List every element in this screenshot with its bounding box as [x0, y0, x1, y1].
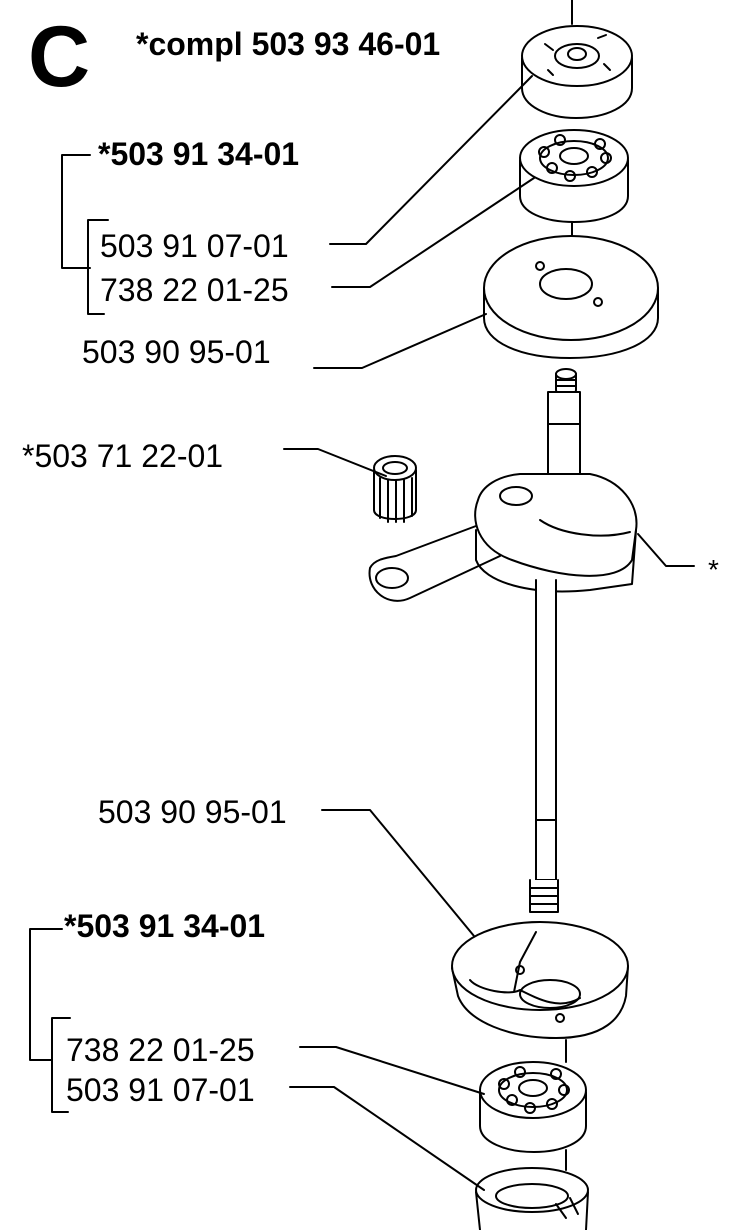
crankshaft-marker: *	[708, 554, 719, 585]
leader-line	[283, 448, 387, 477]
part-number: 738 22 01-25	[100, 272, 289, 308]
leader-line	[329, 75, 533, 245]
lower-plate-part	[451, 921, 629, 1039]
lower-assembly-number: *503 91 34-01	[64, 908, 266, 944]
part-number: *503 71 22-01	[22, 438, 224, 474]
leader-line	[331, 177, 535, 288]
part-number: 503 90 95-01	[98, 794, 287, 830]
part-number: 503 91 07-01	[66, 1072, 255, 1108]
top-seal-part	[521, 25, 633, 119]
lower-ball-bearing-part	[479, 1061, 587, 1153]
lower-group-bracket	[29, 928, 71, 1113]
crankshaft-part	[368, 368, 638, 913]
complete-assembly-number: *compl 503 93 46-01	[136, 26, 441, 62]
leader-line	[289, 1086, 485, 1191]
part-number: 503 91 07-01	[100, 228, 289, 264]
upper-group-bracket	[61, 154, 109, 315]
upper-ball-bearing-part	[519, 129, 629, 223]
leader-line	[313, 313, 487, 369]
part-number: 738 22 01-25	[66, 1032, 255, 1068]
section-letter: C	[28, 9, 91, 105]
needle-bearing-part	[373, 455, 417, 523]
leader-line	[637, 533, 695, 567]
part-number: 503 90 95-01	[82, 334, 271, 370]
upper-plate-part	[483, 235, 659, 359]
bottom-seal-part	[475, 1167, 589, 1230]
upper-assembly-number: *503 91 34-01	[98, 136, 300, 172]
leader-line	[321, 809, 475, 937]
leader-line	[299, 1046, 485, 1095]
